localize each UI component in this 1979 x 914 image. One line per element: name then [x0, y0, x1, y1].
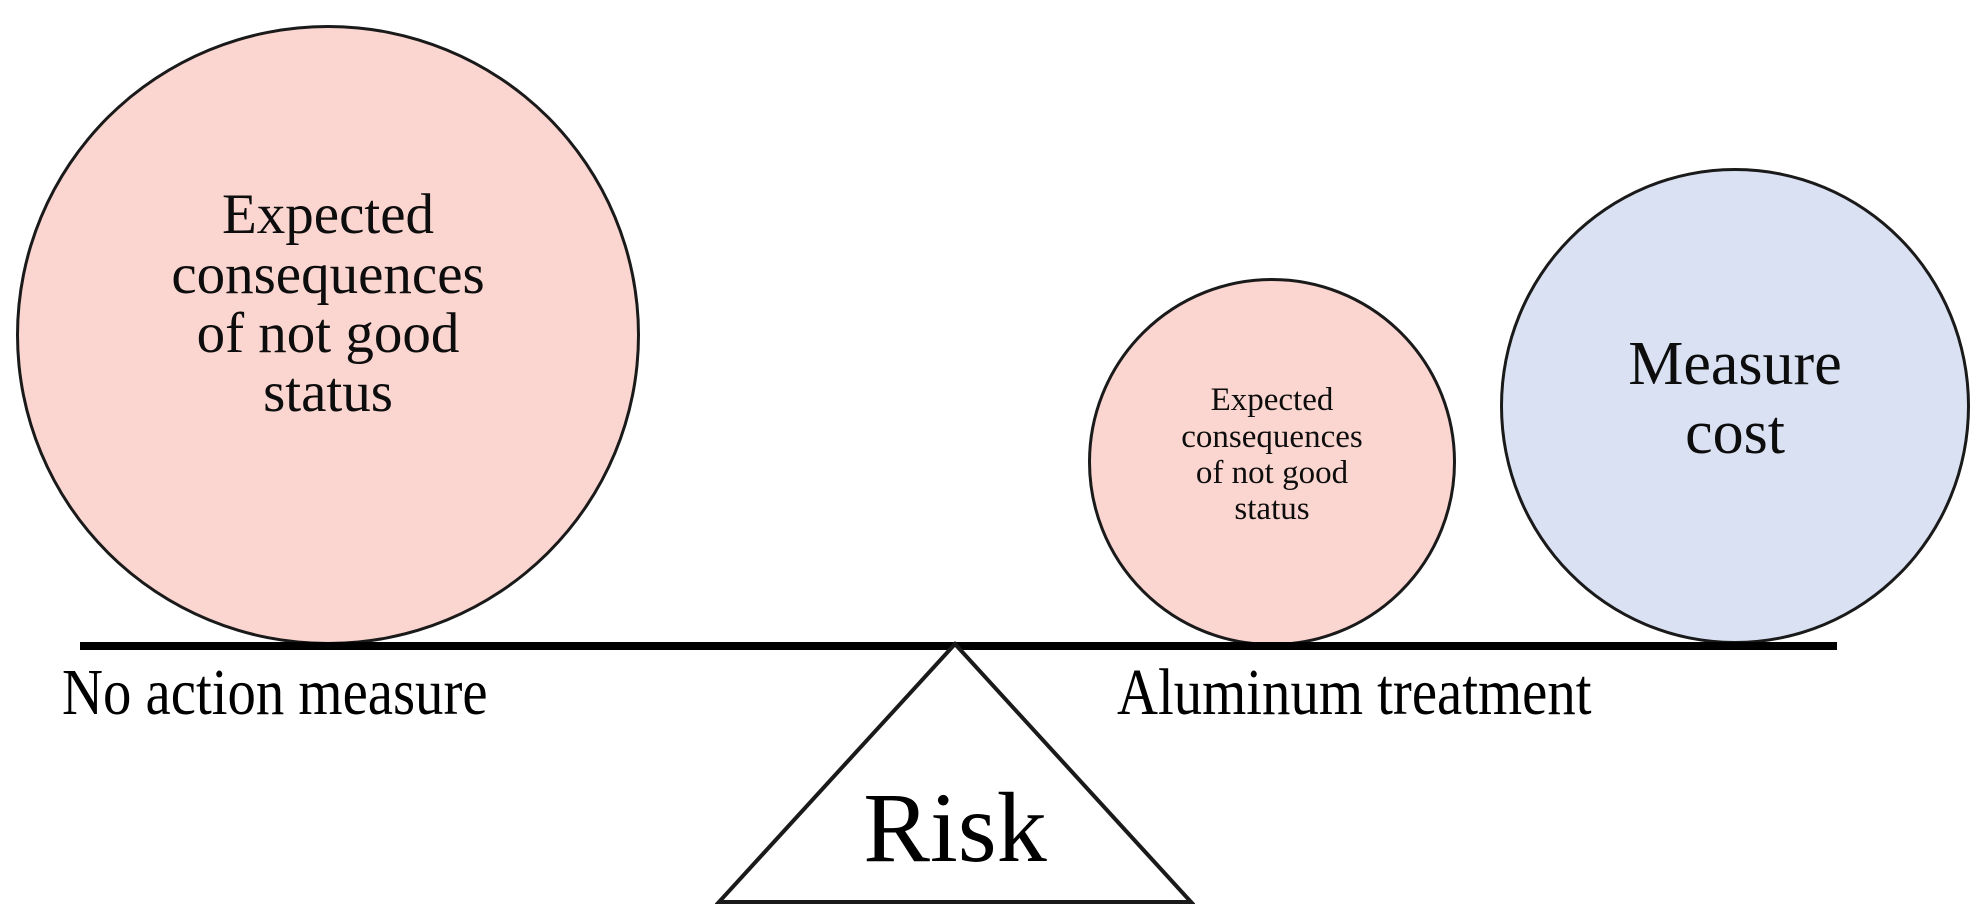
fulcrum-triangle-icon — [715, 640, 1195, 906]
pan-label-aluminum-treatment: Aluminum treatment — [1117, 656, 1592, 729]
bubble-label-expected-consequences-large: Expected consequences of not good status — [171, 183, 485, 425]
bubble-expected-consequences-small: Expected consequences of not good status — [1088, 278, 1456, 646]
bubble-label-measure-cost: Measure cost — [1628, 329, 1842, 467]
fulcrum-label-risk: Risk — [863, 772, 1047, 883]
bubble-expected-consequences-large: Expected consequences of not good status — [16, 25, 640, 645]
bubble-measure-cost: Measure cost — [1500, 168, 1970, 644]
pan-label-no-action-measure: No action measure — [62, 656, 488, 729]
bubble-label-expected-consequences-small: Expected consequences of not good status — [1181, 382, 1363, 528]
